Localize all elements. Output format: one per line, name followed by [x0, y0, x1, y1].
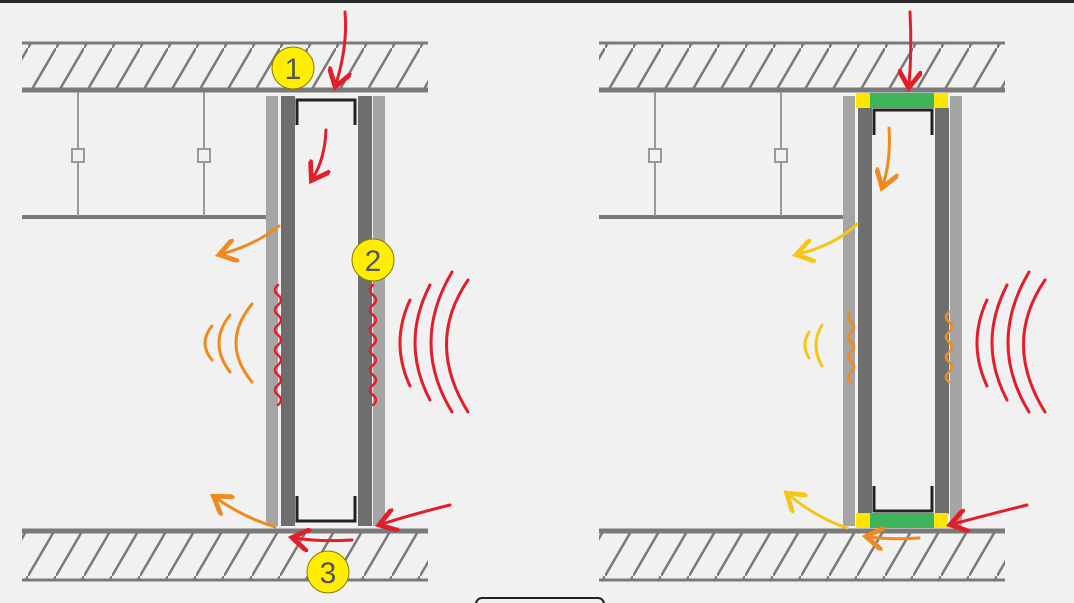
acoustic-seal-top: [856, 93, 948, 108]
ceiling-slab: [599, 41, 1005, 93]
left-panel: 1 2 3: [22, 10, 470, 594]
svg-text:3: 3: [320, 557, 337, 590]
scroll-handle[interactable]: [475, 597, 605, 603]
floor-slab: [599, 528, 1005, 582]
window-top-bar: [0, 0, 1074, 3]
wall: [266, 96, 385, 526]
sound-paths: [789, 10, 1047, 539]
wall: [843, 96, 962, 526]
svg-text:1: 1: [285, 53, 302, 86]
suspended-ceiling: [22, 92, 266, 219]
floor-slab: [22, 528, 428, 582]
svg-text:2: 2: [365, 245, 382, 278]
suspended-ceiling: [599, 92, 843, 219]
ceiling-slab: [22, 41, 428, 93]
right-panel: [599, 10, 1047, 582]
sound-paths: [203, 10, 470, 541]
marker-3: 3: [306, 550, 350, 594]
acoustic-seal-bottom: [856, 513, 948, 528]
marker-1: 1: [271, 46, 315, 90]
marker-2: 2: [351, 238, 395, 282]
